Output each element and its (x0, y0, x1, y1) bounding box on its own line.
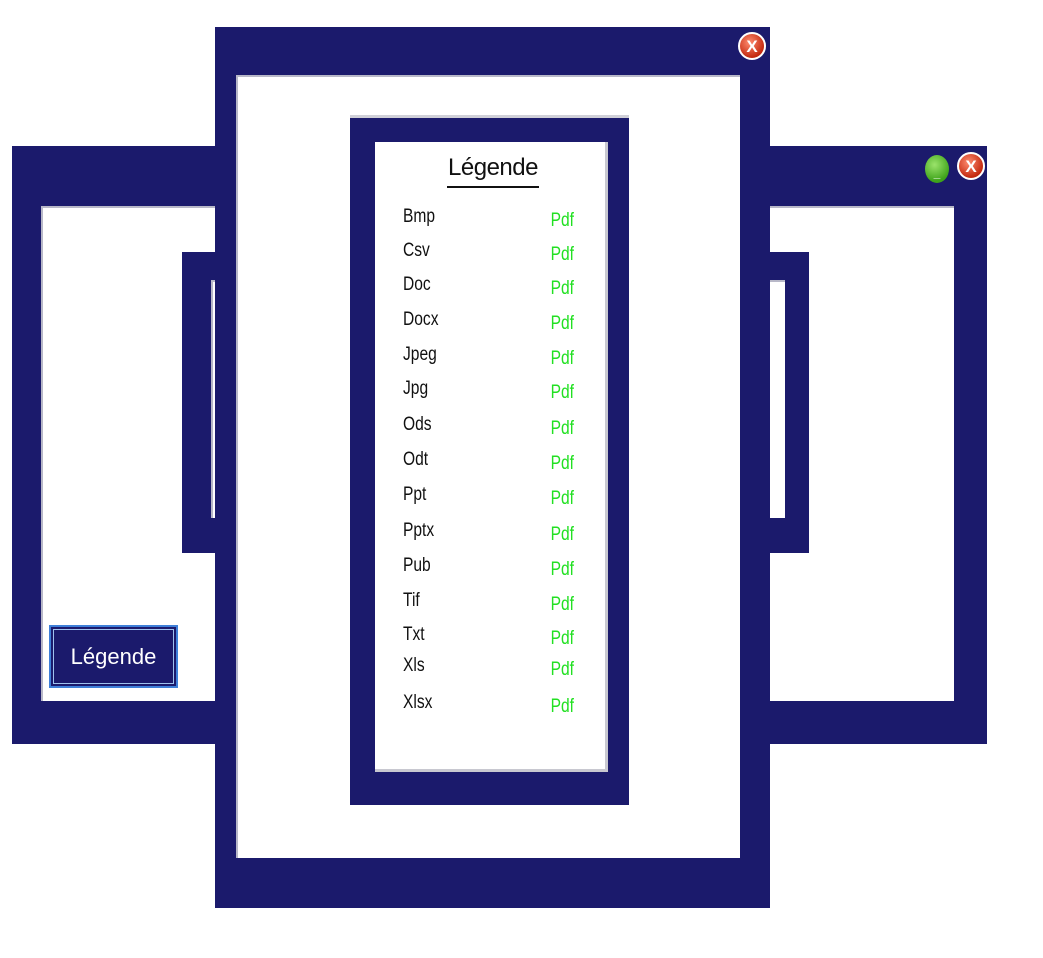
dialog-close-button[interactable]: X (738, 32, 766, 60)
legend-extension: Ods (403, 414, 432, 435)
legend-extension: Odt (403, 449, 429, 470)
legend-format: Pdf (550, 696, 574, 717)
legend-row: Xlsx Pdf (403, 692, 574, 726)
legend-extension: Jpeg (403, 344, 437, 365)
legend-extension: Pptx (403, 520, 435, 541)
legend-panel (375, 142, 608, 772)
legend-format: Pdf (550, 210, 574, 231)
legend-format: Pdf (550, 488, 574, 509)
legend-format: Pdf (550, 244, 574, 265)
minimize-icon: _ (933, 166, 941, 180)
legend-format: Pdf (550, 382, 574, 403)
legend-extension: Doc (403, 274, 431, 295)
legend-row: Ppt Pdf (403, 484, 574, 518)
legend-row: Bmp Pdf (403, 206, 574, 240)
legend-title: Légende (447, 154, 539, 188)
close-icon: X (746, 36, 758, 56)
legend-row: Jpeg Pdf (403, 344, 574, 378)
legend-row: Tif Pdf (403, 590, 574, 624)
legend-row: Pub Pdf (403, 555, 574, 589)
legend-row: Pptx Pdf (403, 520, 574, 554)
background-close-button[interactable]: X (957, 152, 985, 180)
legend-extension: Docx (403, 309, 439, 330)
legend-format: Pdf (550, 348, 574, 369)
legend-extension: Xls (403, 655, 425, 676)
legend-row: Odt Pdf (403, 449, 574, 483)
legend-extension: Xlsx (403, 692, 433, 713)
legend-format: Pdf (550, 628, 574, 649)
legend-extension: Tif (403, 590, 420, 611)
legend-extension: Csv (403, 240, 430, 261)
legend-row: Txt Pdf (403, 624, 574, 658)
legend-format: Pdf (550, 418, 574, 439)
legend-row: Jpg Pdf (403, 378, 574, 412)
legende-button[interactable]: Légende (49, 625, 178, 688)
legend-row: Csv Pdf (403, 240, 574, 274)
legend-format: Pdf (550, 559, 574, 580)
legend-extension: Txt (403, 624, 425, 645)
legend-format: Pdf (550, 524, 574, 545)
legend-row: Ods Pdf (403, 414, 574, 448)
legend-row: Docx Pdf (403, 309, 574, 343)
legend-format: Pdf (550, 594, 574, 615)
legend-row: Doc Pdf (403, 274, 574, 308)
legend-extension: Pub (403, 555, 431, 576)
legend-extension: Bmp (403, 206, 436, 227)
legend-format: Pdf (550, 278, 574, 299)
legend-format: Pdf (550, 313, 574, 334)
legend-extension: Ppt (403, 484, 427, 505)
legend-format: Pdf (550, 453, 574, 474)
legend-extension: Jpg (403, 378, 429, 399)
legend-format: Pdf (550, 659, 574, 680)
minimize-button[interactable]: _ (925, 155, 949, 183)
legend-row: Xls Pdf (403, 655, 574, 689)
close-icon: X (965, 156, 977, 176)
